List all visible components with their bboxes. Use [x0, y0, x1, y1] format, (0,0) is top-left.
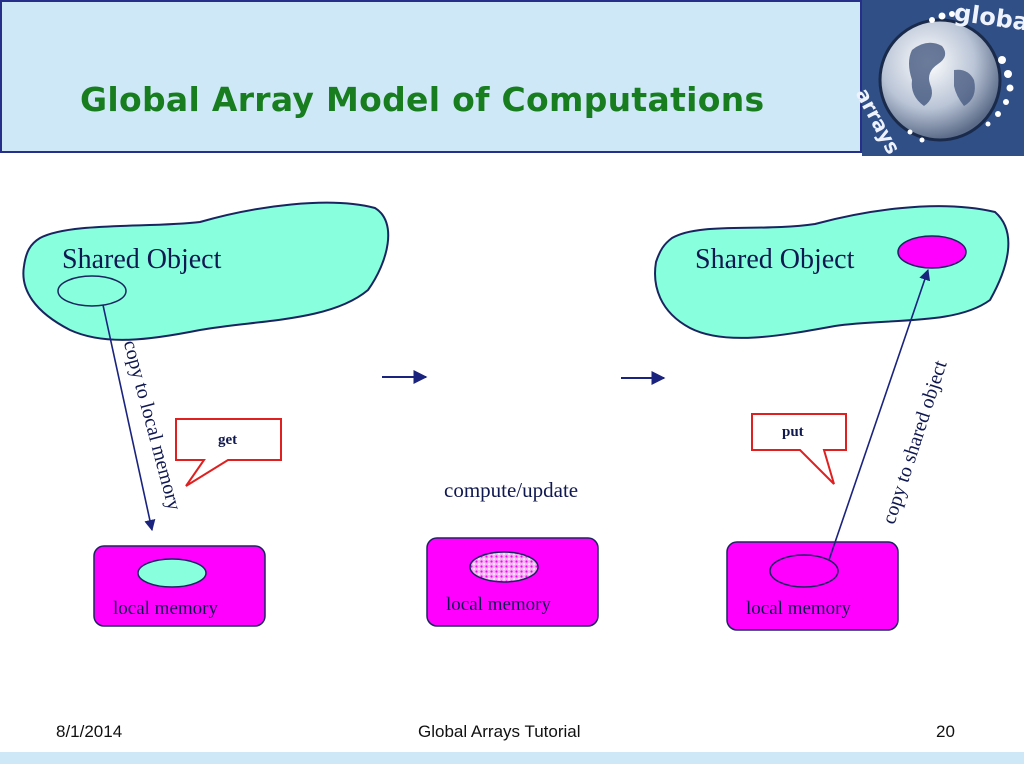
copy-to-local-arrow	[102, 304, 156, 532]
local-memory-label-1: local memory	[113, 598, 218, 619]
local-memory-label-2: local memory	[446, 594, 551, 615]
updated-region-right	[897, 235, 967, 269]
local-copy-2	[469, 551, 539, 583]
title-banner	[0, 0, 862, 153]
shared-object-cloud-left	[22, 201, 390, 341]
get-callout	[175, 418, 282, 487]
shared-object-label-right: Shared Object	[695, 244, 855, 275]
footer-date: 8/1/2014	[56, 722, 123, 741]
put-callout	[751, 413, 847, 485]
put-label: put	[782, 424, 804, 440]
local-memory-label-3: local memory	[746, 598, 851, 619]
selected-region-left	[57, 275, 127, 307]
footer-band	[0, 752, 1024, 764]
page-number: 20	[936, 722, 955, 741]
local-copy-3	[769, 554, 839, 588]
globe-icon	[878, 11, 1014, 143]
local-copy-1	[137, 558, 207, 588]
shared-object-label-left: Shared Object	[62, 244, 222, 275]
copy-to-shared-arrow	[828, 268, 931, 561]
get-label: get	[218, 432, 238, 448]
compute-update-label: compute/update	[444, 478, 579, 502]
footer-title: Global Arrays Tutorial	[418, 722, 581, 741]
slide-title: Global Array Model of Computations	[80, 80, 765, 119]
global-arrays-logo: global arrays	[851, 0, 1024, 158]
